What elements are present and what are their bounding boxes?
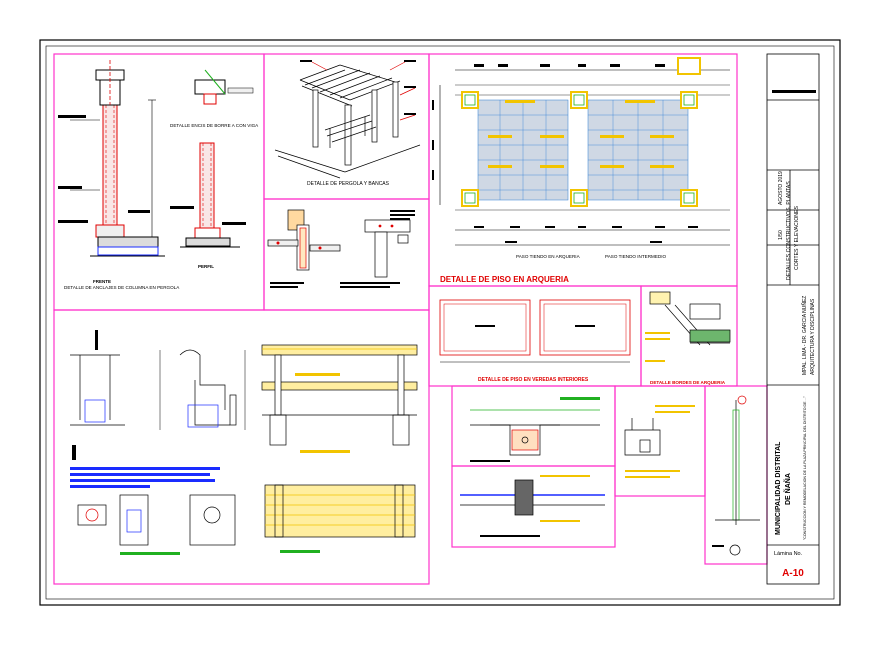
bench-viga-label: DETALLE ENCIS DE BORRE A CON VIGA: [170, 123, 259, 128]
paso-tienda-label: PASO TIENDO EN ARQUERIA: [516, 254, 581, 259]
vereda-detail: [439, 299, 631, 363]
arqueria-title: DETALLE DE PISO EN ARQUERIA: [440, 275, 569, 284]
arqueria-edge-detail: [645, 291, 731, 362]
pipe-section: [460, 475, 605, 537]
beam-joint-details: [267, 209, 415, 288]
curb-section: [470, 397, 600, 462]
title-block: [766, 53, 820, 585]
perfil-label: PERFIL: [198, 264, 214, 269]
bench-details: [70, 330, 418, 555]
lamina-label: Lámina No.: [774, 551, 803, 557]
arqueria-edge-title: DETALLE BORDES DE ARQUERIA: [650, 380, 726, 385]
title-owner-1: MUNICIPALIDAD DISTRITAL: [775, 441, 782, 535]
title-sheet-desc-3: MPAL. LIMA - DR. GARCIA NUÑEZ: [801, 296, 808, 375]
paving-plan: PASO TIENDO EN ARQUERIA PASO TIENDO INTE…: [432, 57, 730, 259]
title-sheet-desc-4: ARQUITECTURA Y DISCIPLINAS: [810, 298, 816, 375]
title-owner-2: DE ÑAÑA: [783, 473, 792, 505]
pergola-title: DETALLE DE PERGOLA Y BANCAS: [307, 181, 390, 187]
pergola-isometric: [274, 60, 421, 179]
anchor-detail: [624, 405, 695, 478]
vereda-title: DETALLE DE PISO EN VEREDAS INTERIORES: [478, 377, 589, 383]
sheet-border: [39, 39, 841, 606]
title-sheet-desc-2: CORTES Y ELEVACIONES: [794, 206, 800, 270]
frente-label: FRENTE: [93, 279, 111, 284]
title-sheet-desc-1: DETALLES CONSTRUCTIVOS, PLANTAS: [786, 181, 792, 280]
panel-frames: [53, 53, 768, 585]
bollard-detail: [712, 395, 760, 556]
title-escala: 1/50: [778, 230, 784, 240]
title-fecha: AGOSTO 2019: [778, 171, 784, 205]
lamina-number: A-10: [782, 568, 804, 579]
column-anchor-detail: DETALLE ENCIS DE BORRE A CON VIGA FRENTE…: [58, 60, 259, 290]
title-project: "CONSTRUCCION Y REMODELACION DE LA PLAZA…: [803, 395, 807, 540]
column-detail-title: DETALLE DE ANCLAJES DE COLUMNA EN PERGOL…: [64, 285, 180, 290]
paso-interior-label: PASO TIENDO INTERMEDIO: [605, 254, 667, 259]
